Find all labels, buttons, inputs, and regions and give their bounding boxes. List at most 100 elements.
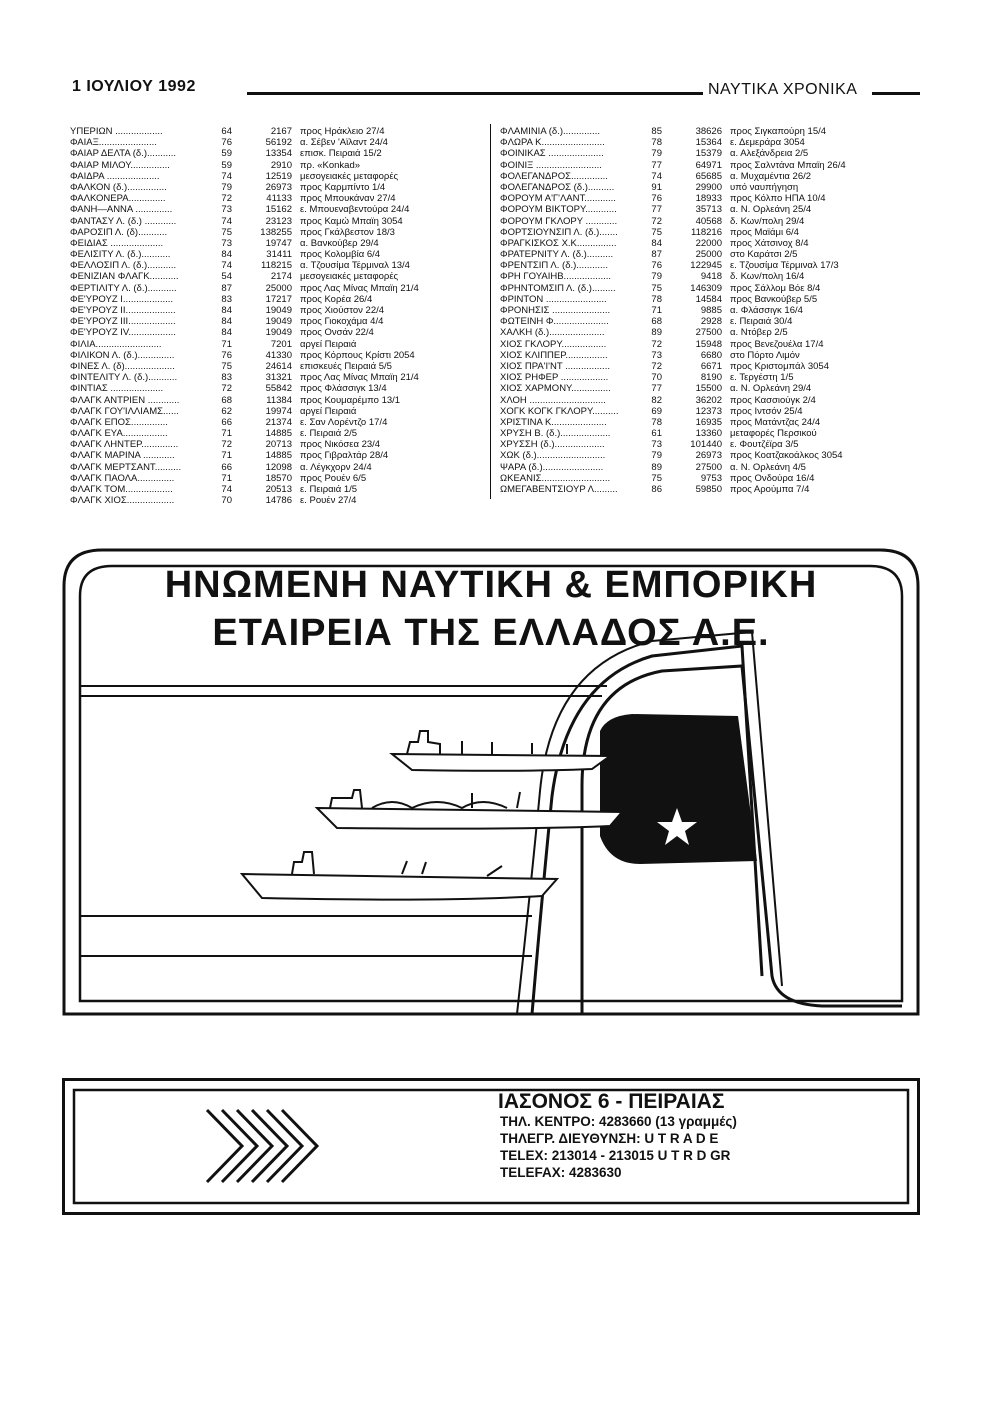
ship-status: προς Λας Μίνας Μπαϊη 21/4 — [300, 372, 419, 384]
ship-year: 77 — [651, 159, 662, 171]
ship-tonnage: 146309 — [690, 282, 722, 294]
ship-status: προς Καρμπίντο 1/4 — [300, 181, 386, 193]
ship-year: 74 — [221, 484, 232, 495]
ship-name: ΦΛΑΜΙΝΙΑ (δ.).............. — [500, 126, 600, 137]
ship-status: ε. Πειραιά 1/5 — [300, 484, 358, 495]
ship-name: ΦΛΑΓΚ ΜΑΡΙΝΑ ............ — [70, 450, 175, 462]
ship-year: 74 — [651, 170, 662, 182]
ship-name: ΦΑΙΔΡΑ .................... — [70, 170, 160, 182]
ship-name: ΦΡΕΝΤΣΙΠ Λ. (δ.)............ — [500, 260, 608, 272]
ship-name: ΦΡΟΝΗΣΙΣ ...................... — [500, 305, 611, 316]
ship-status: ε. Φουτζέϊρα 3/5 — [730, 439, 799, 451]
ship-status: στο Καράτσι 2/5 — [730, 249, 798, 261]
ship-name: ΦΡΑΓΚΙΣΚΟΣ Χ.Κ............... — [500, 237, 617, 249]
ship-year: 83 — [221, 372, 232, 384]
ship-name: ΦΕΛΙΣΙΤΥ Λ. (δ.)........... — [70, 249, 171, 261]
ship-name: ΧΡΥΣΣΗ (δ.)................... — [500, 439, 605, 451]
ship-year: 69 — [651, 405, 662, 417]
ship-tonnage: 27500 — [695, 327, 722, 339]
ship-status: μεσογειακές μεταφορές — [300, 170, 399, 182]
ship-year: 89 — [651, 461, 662, 473]
ship-tonnage: 27500 — [695, 461, 722, 473]
ship-name: ΦΛΑΓΚ ΕΥΑ................. — [70, 428, 168, 440]
ship-tonnage: 9418 — [700, 271, 722, 283]
ship-status: ε. Τεργέστη 1/5 — [730, 372, 794, 384]
ship-name: ΥΠΕΡΙΩΝ .................. — [70, 126, 163, 137]
ship-status: προς Χάτσινοχ 8/4 — [730, 237, 809, 249]
ship-name: ΦΙΝΤΕΛΙΤΥ Λ. (δ.)........... — [70, 372, 178, 384]
ship-name: ΦΕΙΔΙΑΣ .................... — [70, 237, 164, 249]
ship-year: 73 — [651, 349, 662, 361]
ship-tonnage: 12519 — [265, 170, 292, 182]
ship-year: 73 — [651, 439, 662, 451]
ship-year: 76 — [221, 349, 232, 361]
ship-tonnage: 35713 — [695, 204, 722, 216]
header-rule — [247, 92, 703, 95]
ship-name: ΦΙΝΕΣ Λ. (δ)................... — [70, 360, 175, 372]
ship-year: 91 — [651, 181, 662, 193]
ship-status: ε. Σαν Λορέντζο 17/4 — [300, 416, 388, 428]
ship-year: 73 — [221, 204, 232, 216]
ship-tonnage: 40568 — [695, 215, 722, 227]
issue-date: 1 ΙΟΥΛΙΟΥ 1992 — [72, 78, 196, 95]
ship-tonnage: 19974 — [265, 405, 292, 417]
header-rule-end — [872, 92, 920, 95]
ship-name: ΦΑΙΑΡ ΜΙΛΟΥ............... — [70, 159, 170, 171]
ship-year: 71 — [221, 472, 232, 484]
ship-status: προς Βενεζουέλα 17/4 — [730, 338, 824, 350]
ship-tonnage: 36202 — [695, 394, 722, 406]
ship-name: ΦΛΑΓΚ ΤΟΜ.................. — [70, 484, 173, 495]
ship-tonnage: 19049 — [265, 327, 292, 339]
ship-name: ΦΛΑΓΚ ΓΟΥ'ΙΛΛΙΑΜΣ...... — [70, 405, 179, 417]
ship-status: δ. Κων/πολη 29/4 — [730, 215, 805, 227]
ship-status: ε. Τζουσίμα Τέρμιναλ 17/3 — [730, 260, 839, 272]
ship-status: προς Γιοκοχάμα 4/4 — [300, 316, 384, 328]
ship-tonnage: 19747 — [265, 237, 292, 249]
ship-year: 74 — [221, 260, 232, 272]
ship-name: ΦΡΗΝΤΟΜΣΙΠ Λ. (δ.)......... — [500, 282, 616, 294]
ship-tonnage: 6671 — [700, 360, 722, 372]
ship-tonnage: 14885 — [265, 428, 292, 440]
ship-year: 79 — [651, 450, 662, 462]
ship-tonnage: 20713 — [265, 439, 292, 451]
ship-status: α. Μυχαμέντια 26/2 — [730, 170, 812, 182]
ship-year: 79 — [651, 271, 662, 283]
ship-tonnage: 26973 — [265, 181, 292, 193]
ship-status: ε. Πειραιά 30/4 — [730, 316, 793, 328]
ship-status: προς Σιγκαπούρη 15/4 — [730, 126, 827, 137]
ship-tonnage: 31321 — [265, 372, 292, 384]
ship-year: 72 — [651, 360, 662, 372]
ship-name: ΦΕ'ΥΡΟΥΖ Ι................... — [70, 293, 174, 305]
ship-name: ΦΛΑΓΚ ΛΗΝΤΕΡ.............. — [70, 439, 179, 451]
ship-name: ΦΕ'ΥΡΟΥΖ ΙV.................. — [70, 327, 176, 339]
ship-tonnage: 138255 — [260, 226, 292, 238]
ship-status: προς Ηράκλειο 27/4 — [300, 126, 385, 137]
ship-tonnage: 19049 — [265, 316, 292, 328]
ship-tonnage: 29900 — [695, 181, 722, 193]
ship-year: 64 — [221, 126, 232, 137]
company-advert: ΗΝΩΜΕΝΗ ΝΑΥΤΙΚΗ & ΕΜΠΟΡΙΚΗ ΕΤΑΙΡΕΙΑ ΤΗΣ … — [62, 546, 920, 1016]
ship-status: α. Αλεξάνδρεια 2/5 — [730, 148, 809, 160]
ship-name: ΦΙΝΤΙΑΣ .................... — [70, 383, 164, 395]
ship-tonnage: 21374 — [265, 416, 292, 428]
ship-tonnage: 13354 — [265, 148, 292, 160]
ship-status: α. Φλάσσιγκ 16/4 — [730, 305, 803, 316]
